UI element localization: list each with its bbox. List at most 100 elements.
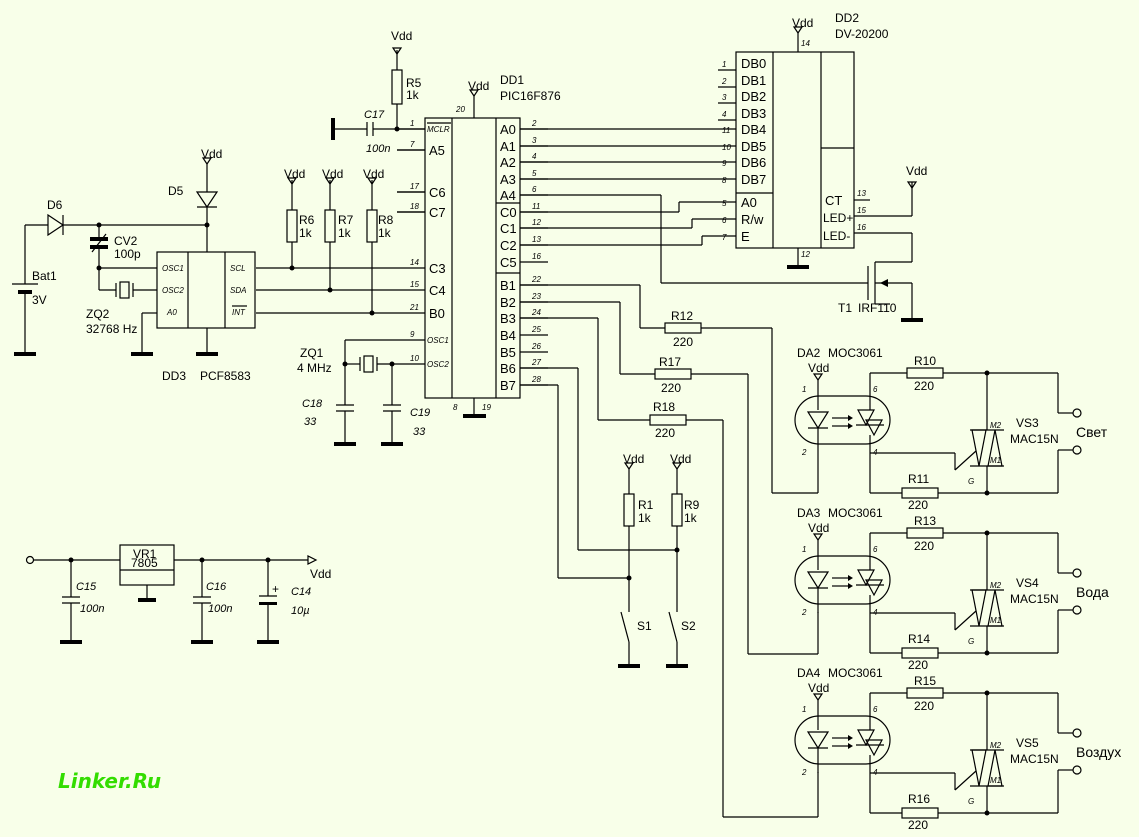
svg-text:14: 14	[801, 39, 810, 48]
dd1-pin-num-24: 24	[531, 308, 541, 317]
svg-text:100n: 100n	[208, 603, 232, 615]
svg-text:M2: M2	[990, 741, 1002, 750]
mclr-network: Vdd R5 1k C17 100n	[331, 29, 425, 155]
resistor	[906, 367, 944, 379]
terminal	[1072, 728, 1082, 738]
dd1-pin-c3: C3	[429, 261, 446, 276]
c17-val: 100n	[366, 143, 390, 155]
triac-ref: VS5	[1016, 736, 1039, 750]
svg-text:R10: R10	[914, 354, 936, 368]
svg-text:G: G	[968, 797, 974, 806]
svg-text:C14: C14	[291, 586, 311, 598]
svg-text:2: 2	[801, 448, 807, 457]
svg-text:C19: C19	[410, 407, 430, 419]
svg-text:1: 1	[802, 385, 806, 394]
svg-text:SCL: SCL	[230, 264, 246, 273]
svg-text:1k: 1k	[684, 511, 698, 525]
dd2-pin-db6: DB6	[741, 155, 766, 170]
svg-text:R9: R9	[684, 498, 700, 512]
svg-text:Vdd: Vdd	[201, 147, 222, 161]
dd1-part: PIC16F876	[500, 89, 561, 103]
svg-text:R16: R16	[908, 792, 930, 806]
dd1-pin-num-10: 10	[410, 354, 419, 363]
svg-text:13: 13	[857, 189, 866, 198]
dd2-pin-db5: DB5	[741, 139, 766, 154]
svg-text:INT: INT	[232, 308, 246, 317]
opto-part: MOC3061	[828, 666, 883, 680]
port-b-wires: R12 220 R17 220 R18 220	[520, 284, 819, 818]
svg-text:S2: S2	[681, 619, 696, 633]
svg-text:Vdd: Vdd	[906, 164, 927, 178]
dd1-pin-c2: C2	[500, 238, 517, 253]
svg-text:M1: M1	[990, 456, 1001, 465]
svg-text:G: G	[968, 637, 974, 646]
svg-text:ZQ1: ZQ1	[300, 346, 324, 360]
svg-text:6: 6	[873, 705, 878, 714]
svg-text:Vdd: Vdd	[808, 361, 829, 375]
dd1-pin-b0: B0	[429, 306, 445, 321]
dd1-pin-osc1: OSC1	[427, 336, 449, 345]
dd1-pin-num-25: 25	[531, 325, 541, 334]
c17-ref: C17	[364, 109, 385, 121]
svg-text:1k: 1k	[638, 511, 652, 525]
dd1-pin-num-17: 17	[410, 182, 419, 191]
dd1-pin-c1: C1	[500, 221, 517, 236]
terminal	[1072, 445, 1082, 455]
svg-text:M2: M2	[990, 581, 1002, 590]
dd2-pin-num-10: 10	[722, 143, 731, 152]
dd1-pin-num-4: 4	[532, 152, 537, 161]
svg-text:R6: R6	[299, 213, 315, 227]
svg-text:R17: R17	[659, 355, 681, 369]
dd2-pin-a0: A0	[741, 195, 757, 210]
svg-text:LED-: LED-	[823, 229, 850, 243]
svg-text:R18: R18	[653, 400, 675, 414]
dd1-pin-top: 20	[455, 105, 465, 114]
dd1-pin-c4: C4	[429, 283, 446, 298]
resistor	[901, 487, 939, 499]
dd2-pin-num-2: 2	[721, 77, 727, 86]
svg-text:+: +	[272, 582, 279, 596]
dd1-pin-num-15: 15	[410, 280, 419, 289]
dd2-pin-db3: DB3	[741, 106, 766, 121]
svg-text:Vdd: Vdd	[808, 681, 829, 695]
svg-text:33: 33	[304, 416, 317, 428]
vdd-dd1: Vdd	[468, 79, 489, 98]
svg-text:1: 1	[802, 705, 806, 714]
channel-label: Свет	[1076, 424, 1108, 440]
resistor	[906, 687, 944, 699]
resistor	[906, 527, 944, 539]
triac-part: MAC15N	[1010, 752, 1059, 766]
dd2-pin-num-9: 9	[722, 159, 727, 168]
opto-part: MOC3061	[828, 506, 883, 520]
svg-text:Vdd: Vdd	[391, 29, 412, 43]
opto-ref: DA2	[797, 346, 821, 360]
svg-text:T1: T1	[838, 301, 852, 315]
dd1-pin-num-12: 12	[532, 218, 541, 227]
svg-text:M1: M1	[990, 776, 1001, 785]
svg-text:DD2: DD2	[835, 11, 859, 25]
svg-text:PCF8583: PCF8583	[200, 369, 251, 383]
dd1-pin-num-16: 16	[532, 252, 541, 261]
svg-text:220: 220	[908, 498, 928, 512]
dd1-pin-num-6: 6	[532, 185, 537, 194]
svg-text:220: 220	[914, 379, 934, 393]
dd1-pin-num-5: 5	[532, 169, 537, 178]
svg-text:R15: R15	[914, 674, 936, 688]
dd2-pin-r-w: R/w	[741, 212, 764, 227]
optocoupler	[794, 555, 891, 605]
dd1-pin-num-26: 26	[531, 342, 541, 351]
dd1-pin-a3: A3	[500, 172, 516, 187]
dd2-pin-db0: DB0	[741, 56, 766, 71]
svg-text:1: 1	[802, 545, 806, 554]
svg-text:16: 16	[857, 223, 866, 232]
dd1-pin-b6: B6	[500, 361, 516, 376]
dd1-pin-num-7: 7	[410, 140, 415, 149]
dd1-pin-num-27: 27	[531, 358, 541, 367]
opto-ref: DA3	[797, 506, 821, 520]
